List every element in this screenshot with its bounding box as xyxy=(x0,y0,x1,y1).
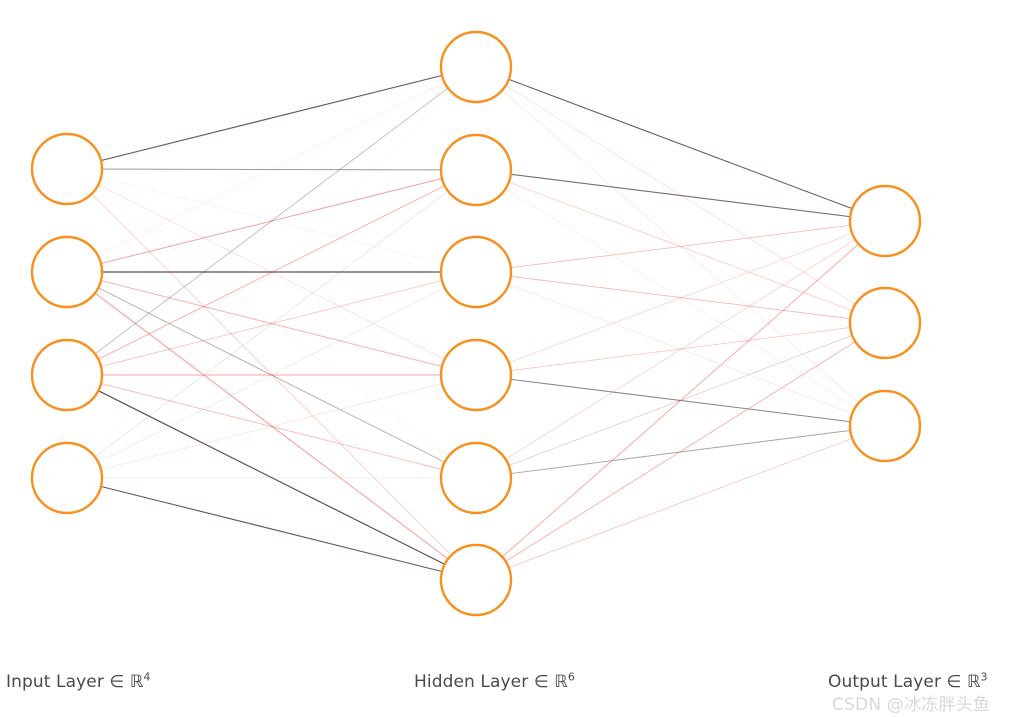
edge-i3-h2 xyxy=(66,169,477,376)
neuron-output-1[interactable] xyxy=(848,184,922,258)
neuron-output-3[interactable] xyxy=(848,389,922,463)
neuron-output-2[interactable] xyxy=(848,286,922,360)
neuron-nodes xyxy=(30,30,922,617)
neuron-input-1[interactable] xyxy=(30,132,104,206)
edge-h6-o2 xyxy=(475,322,886,581)
edge-h4-o1 xyxy=(475,220,886,376)
edge-h3-o1 xyxy=(475,220,886,273)
edge-h5-o1 xyxy=(475,220,886,479)
input-layer-label-text: Input Layer ∈ ℝ xyxy=(6,672,144,692)
neuron-hidden-3[interactable] xyxy=(439,235,513,309)
edge-i2-h2 xyxy=(66,169,477,273)
edges-input-to-hidden xyxy=(66,66,477,581)
edge-h3-o2 xyxy=(475,271,886,324)
hidden-layer-label-text: Hidden Layer ∈ ℝ xyxy=(414,672,568,692)
edges-hidden-to-output xyxy=(475,66,886,581)
neuron-hidden-4[interactable] xyxy=(439,338,513,412)
output-layer-dim: 3 xyxy=(980,670,988,684)
edge-h1-o3 xyxy=(475,66,886,427)
edge-h1-o1 xyxy=(475,66,886,222)
edge-i2-h1 xyxy=(66,66,477,273)
edge-i4-h4 xyxy=(66,374,477,479)
edge-h2-o3 xyxy=(475,169,886,427)
edge-i1-h1 xyxy=(66,66,477,170)
edge-i3-h3 xyxy=(66,271,477,376)
edge-i4-h3 xyxy=(66,271,477,479)
edge-h4-o2 xyxy=(475,322,886,376)
edge-i3-h5 xyxy=(66,374,477,479)
hidden-layer-dim: 6 xyxy=(567,670,575,684)
edge-i4-h1 xyxy=(66,66,477,479)
input-layer-label: Input Layer ∈ ℝ4 xyxy=(6,670,151,692)
neuron-input-3[interactable] xyxy=(30,338,104,412)
edge-h2-o1 xyxy=(475,169,886,222)
neuron-input-4[interactable] xyxy=(30,441,104,515)
output-layer-label-text: Output Layer ∈ ℝ xyxy=(828,672,981,692)
edge-i2-h6 xyxy=(66,271,477,581)
edge-h2-o2 xyxy=(475,169,886,324)
edge-i3-h1 xyxy=(66,66,477,376)
hidden-layer-label: Hidden Layer ∈ ℝ6 xyxy=(414,670,575,692)
edge-h3-o3 xyxy=(475,271,886,427)
edge-h6-o3 xyxy=(475,425,886,581)
csdn-watermark: CSDN @冰冻胖头鱼 xyxy=(832,695,991,715)
neuron-hidden-6[interactable] xyxy=(439,543,513,617)
edge-i1-h6 xyxy=(66,168,477,581)
edge-i1-h2 xyxy=(66,168,477,171)
neuron-hidden-1[interactable] xyxy=(439,30,513,104)
input-layer-dim: 4 xyxy=(143,670,151,684)
edge-i4-h6 xyxy=(66,477,477,581)
edge-h5-o3 xyxy=(475,425,886,479)
output-layer-label: Output Layer ∈ ℝ3 xyxy=(828,670,988,692)
edge-i1-h5 xyxy=(66,168,477,479)
edge-i4-h2 xyxy=(66,169,477,479)
neuron-input-2[interactable] xyxy=(30,235,104,309)
edge-i2-h4 xyxy=(66,271,477,376)
neuron-hidden-2[interactable] xyxy=(439,133,513,207)
edge-h6-o1 xyxy=(475,220,886,581)
neuron-hidden-5[interactable] xyxy=(439,441,513,515)
edge-i3-h6 xyxy=(66,374,477,581)
